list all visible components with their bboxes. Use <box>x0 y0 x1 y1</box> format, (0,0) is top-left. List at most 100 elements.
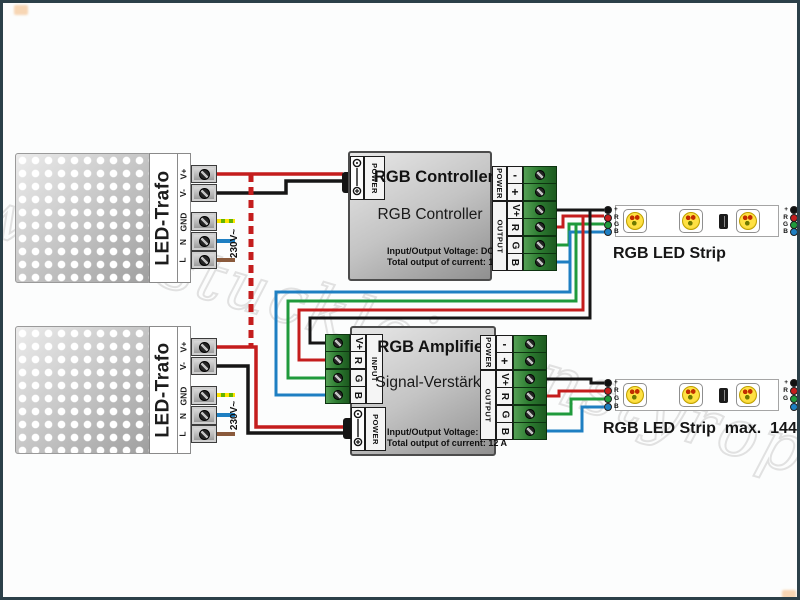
dc-jack-icon <box>350 156 364 200</box>
terminal-block <box>191 425 217 443</box>
pin-cell-plus: + <box>507 183 523 201</box>
wire-trafo2-vplus <box>217 345 344 429</box>
terminal-green <box>513 370 547 388</box>
mains-voltage-label-2: 230V~ <box>229 400 241 430</box>
screw-icon <box>332 390 343 400</box>
screw-icon <box>535 240 545 250</box>
pad-label: G <box>782 220 788 228</box>
pad-label: + <box>614 379 618 386</box>
terminal-block <box>191 386 217 405</box>
pin-cell-r: R <box>496 387 513 405</box>
pad-plus <box>790 379 797 387</box>
corner-artifact <box>782 590 796 597</box>
terminal-green <box>325 334 350 352</box>
screw-icon <box>535 187 545 197</box>
terminal-block <box>191 251 217 269</box>
pin-cell-minus: - <box>496 335 513 353</box>
terminal-green <box>523 201 557 219</box>
trafo-label-strip: LED-Trafo <box>149 153 179 283</box>
pin-cell-g: G <box>496 405 513 423</box>
led-module <box>679 209 703 233</box>
pad-r <box>790 387 797 395</box>
terminal-green <box>523 253 557 271</box>
pad-label: + <box>784 206 788 213</box>
pad-b <box>790 403 797 411</box>
dc-plug <box>343 418 353 439</box>
pin-cell-vplus: V+ <box>350 334 366 352</box>
terminal-green <box>523 166 557 184</box>
wire-trafo2-vminus <box>217 364 344 435</box>
terminal-green <box>513 352 547 370</box>
pad-g <box>790 395 797 403</box>
screw-icon <box>525 374 535 384</box>
pad-label: R <box>614 213 619 221</box>
pin-cell-b: B <box>507 253 523 271</box>
led-module <box>679 383 703 407</box>
screw-icon <box>535 170 545 180</box>
screw-icon <box>198 254 210 266</box>
spec-current: Total output of current: 12 A <box>387 438 507 448</box>
resistor <box>719 388 728 403</box>
trafo-pin-strip <box>177 153 191 283</box>
pin-cell-g: G <box>507 236 523 254</box>
wire-amp-g-strip2 <box>547 397 604 416</box>
led-module <box>623 209 647 233</box>
pad-plus <box>790 206 797 214</box>
trafo-pin-strip <box>177 326 191 454</box>
wire-ctrl-g-amp <box>286 224 578 380</box>
pad-label: R <box>783 387 788 394</box>
pin-label-vplus: V+ <box>177 168 188 180</box>
dc-jack-icon <box>351 407 365 451</box>
pad-b <box>790 228 797 236</box>
output-section-label: OUTPUT <box>492 201 507 271</box>
strip2-label: RGB LED Strip max. 144 Watt <box>603 420 797 437</box>
strip1-label: RGB LED Strip <box>613 245 726 262</box>
pin-label-vplus: V+ <box>177 341 188 353</box>
wire-amp-r-strip2 <box>547 389 604 398</box>
screw-icon <box>198 187 210 199</box>
pin-label-vminus: V- <box>178 361 188 371</box>
wire-amp-b-strip2 <box>547 405 604 433</box>
output-section-label: OUTPUT <box>480 370 496 440</box>
pin-label-l: L <box>177 431 188 437</box>
pad-label: R <box>614 387 619 394</box>
amplifier-title: RGB Amplifier <box>377 338 490 356</box>
terminal-block <box>191 184 217 202</box>
pin-cell-b: B <box>350 386 366 404</box>
terminal-block <box>191 357 217 375</box>
spec-voltage: Input/Output Voltage: DC12V <box>387 246 510 256</box>
controller-specs: Input/Output Voltage: DC12V Total output… <box>387 246 510 268</box>
pin-label-n: N <box>177 412 188 419</box>
pad-r <box>604 387 612 395</box>
terminal-green <box>513 387 547 405</box>
pad-plus <box>604 379 612 387</box>
dc-plug <box>342 172 352 193</box>
pad-b <box>604 403 612 411</box>
led-module <box>736 209 760 233</box>
wire-ctrl-vplus-amp <box>308 210 592 345</box>
pad-b <box>604 228 612 236</box>
wire-ctrl-r-amp <box>297 216 585 362</box>
pad-label: B <box>783 228 788 235</box>
screw-icon <box>198 410 210 421</box>
screw-icon <box>525 391 535 401</box>
terminal-block <box>191 232 217 251</box>
screw-icon <box>525 356 535 366</box>
pin-label-n: N <box>177 238 188 245</box>
screw-icon <box>525 426 535 436</box>
screw-icon <box>198 168 210 180</box>
wire-layer <box>217 172 604 436</box>
input-section-label: INPUT <box>366 334 383 404</box>
spec-current: Total output of current: 12 A <box>387 257 507 267</box>
led-module <box>736 383 760 407</box>
wire-ctrl-b-amp <box>274 262 572 397</box>
terminal-green <box>513 405 547 423</box>
pad-label: R <box>783 213 788 221</box>
screw-icon <box>198 390 210 401</box>
pin-label-l: L <box>177 257 188 263</box>
pin-cell-r: R <box>350 351 366 369</box>
screw-icon <box>198 360 210 372</box>
terminal-green <box>523 218 557 236</box>
trafo-label: LED-Trafo <box>153 342 174 438</box>
pin-label-gnd: GND <box>178 212 189 231</box>
